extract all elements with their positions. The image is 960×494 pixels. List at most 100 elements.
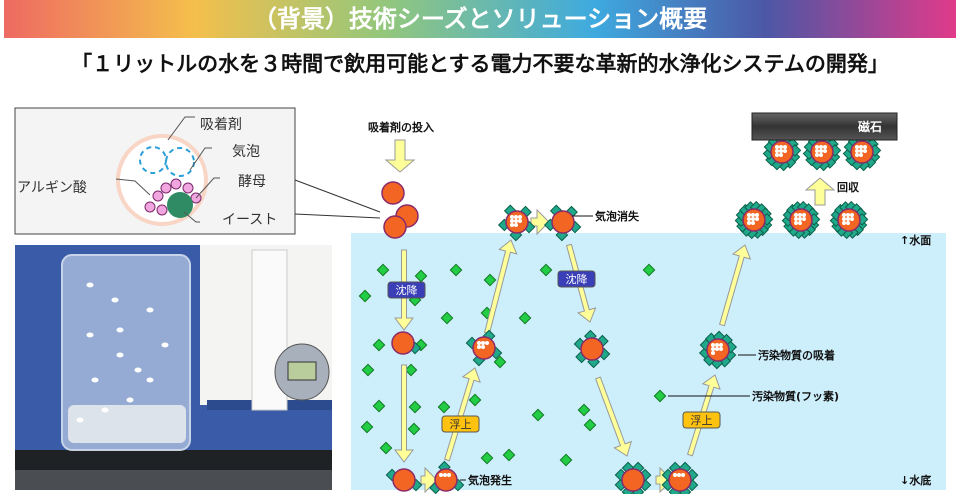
- bubble-icon: [711, 351, 715, 355]
- bead: [161, 342, 169, 348]
- pollutant-icon: [440, 311, 454, 325]
- bubble-icon: [514, 219, 518, 223]
- adsorbent-particle-icon: [668, 468, 692, 492]
- bubble-icon: [859, 153, 863, 157]
- process-arrow: [420, 466, 438, 494]
- process-arrow: [483, 239, 518, 335]
- bubble-icon: [755, 217, 759, 221]
- adsorbent-particle-icon: [391, 331, 415, 355]
- bubble-icon: [850, 213, 854, 217]
- bubble-icon: [747, 221, 751, 225]
- bubble-icon: [719, 343, 723, 347]
- bubble-icon: [819, 153, 823, 157]
- pollutant-icon: [653, 389, 667, 403]
- bubble-icon: [439, 473, 443, 477]
- bead: [146, 377, 154, 383]
- bubble-icon: [715, 347, 719, 351]
- adsorbent-particle-icon: [580, 337, 604, 361]
- pollutant-icon: [372, 338, 386, 352]
- bead: [86, 282, 94, 288]
- bubble-icon: [747, 217, 751, 221]
- bubble-icon: [481, 345, 485, 349]
- pollutant-icon: [583, 418, 597, 432]
- bead: [126, 397, 134, 403]
- process-arrow: [595, 376, 633, 457]
- pollutant-icon: [379, 441, 393, 455]
- bubble-icon: [443, 473, 447, 477]
- bubble-icon: [747, 213, 751, 217]
- pollutant-icon: [539, 263, 553, 277]
- bead: [101, 407, 109, 413]
- bubble-icon: [673, 473, 677, 477]
- bubble-icon: [802, 217, 806, 221]
- label-bubble-gen: 気泡発生: [468, 473, 512, 487]
- bubble-icon: [794, 213, 798, 217]
- stage-tag: [441, 415, 480, 433]
- bubble-icon: [823, 149, 827, 153]
- pollutant-particles: [358, 263, 667, 467]
- bubble-icon: [751, 217, 755, 221]
- pollutant-icon: [414, 269, 428, 283]
- bubble-icon: [783, 149, 787, 153]
- bubble-icon: [510, 223, 514, 227]
- bubble-icon: [779, 149, 783, 153]
- pollutant-icon: [360, 420, 374, 434]
- bubble-icon: [751, 213, 755, 217]
- magnet-label: 磁石: [857, 119, 882, 134]
- bubble-icon: [775, 145, 779, 149]
- stage-tag-label: 浮上: [691, 414, 713, 427]
- bubble-icon: [855, 145, 859, 149]
- pollutant-icon: [437, 400, 451, 414]
- stage-tag-label: 浮上: [450, 418, 472, 431]
- bubble-icon: [842, 213, 846, 217]
- bubble-icon: [798, 221, 802, 225]
- stage-tag-label: 沈降: [566, 272, 588, 286]
- process-arrow: [443, 367, 481, 462]
- bubble-icon: [855, 149, 859, 153]
- bubble-icon: [775, 149, 779, 153]
- bubble-icon: [477, 341, 481, 345]
- bead: [134, 367, 142, 373]
- adsorbent-particles: [381, 132, 882, 494]
- process-arrow: [530, 208, 550, 236]
- label-input: 吸着剤の投入: [368, 120, 434, 134]
- pollutant-icon: [358, 289, 372, 303]
- pollutant-icon: [449, 263, 463, 277]
- magnet: [751, 112, 898, 141]
- pollutant-icon: [407, 422, 421, 436]
- bead: [146, 307, 154, 313]
- beaker: [61, 254, 191, 451]
- bubble-icon: [846, 221, 850, 225]
- bubble-icon: [815, 153, 819, 157]
- bubble-icon: [677, 473, 681, 477]
- bubble-icon: [514, 215, 518, 219]
- bubble-icon: [863, 149, 867, 153]
- bubble-icon: [846, 217, 850, 221]
- pollutant-icon: [559, 453, 573, 467]
- bubble-icon: [783, 145, 787, 149]
- title-banner: （背景）技術シーズとソリューション概要: [4, 0, 956, 38]
- bubble-icon: [751, 221, 755, 225]
- subtitle: 「１リットルの水を３時間で飲用可能とする電力不要な革新的水浄化システムの開発」: [71, 52, 889, 76]
- pollutant-icon: [577, 403, 591, 417]
- process-arrow: [384, 139, 416, 173]
- yeast-icon: [167, 192, 193, 218]
- stage-tag-label: 沈降: [396, 283, 418, 297]
- bead: [116, 327, 124, 333]
- adsorbent-particle-icon: [392, 468, 416, 492]
- pollutant-icon: [408, 400, 422, 414]
- bubble-icon: [798, 217, 802, 221]
- bubble-icon: [518, 215, 522, 219]
- label-bubble-gone: 気泡消失: [595, 209, 640, 223]
- bubble-icon: [859, 145, 863, 149]
- pollutant-icon: [361, 363, 375, 377]
- pollutant-icon: [480, 451, 494, 465]
- bubble-icon: [842, 217, 846, 221]
- label-yeast: イースト: [222, 212, 277, 228]
- label-pollutant: 汚染物質(フッ素): [752, 389, 839, 403]
- bubble-icon: [842, 221, 846, 225]
- adsorbent-particle-icon: [381, 181, 405, 205]
- bubble-icon: [855, 153, 859, 157]
- pollutant-icon: [642, 263, 656, 277]
